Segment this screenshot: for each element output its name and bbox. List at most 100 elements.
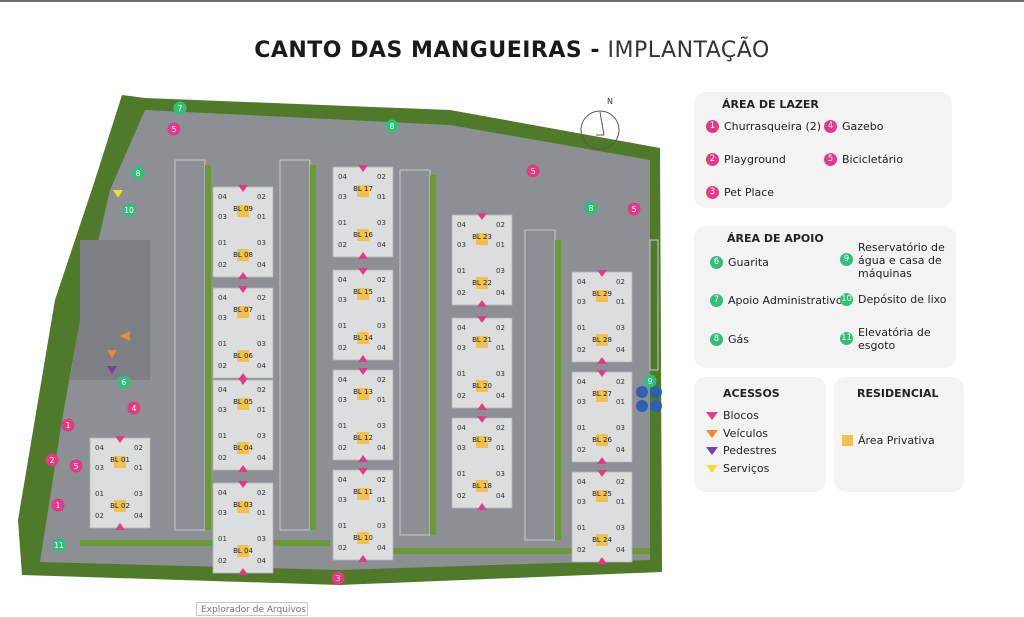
block-entrance-arrow <box>477 403 487 410</box>
unit-label: 03 <box>338 193 347 201</box>
area-privativa-mark <box>237 501 249 513</box>
lazer-item-label: Gazebo <box>842 120 884 133</box>
unit-label: 04 <box>577 378 586 386</box>
site-marker-icon <box>122 203 136 217</box>
site-marker-icon <box>584 201 598 215</box>
site-marker-icon <box>69 459 83 473</box>
unit-label: 01 <box>257 406 266 414</box>
acessos-heading: ACESSOS <box>723 387 780 400</box>
block-entrance-arrow <box>238 568 248 575</box>
unit-label: 03 <box>577 398 586 406</box>
unit-label: 04 <box>257 362 266 370</box>
area-privativa-mark <box>357 185 369 197</box>
building-footprint <box>212 482 274 574</box>
unit-label: 02 <box>577 446 586 454</box>
unit-label: 04 <box>218 489 227 497</box>
apoio-heading: ÁREA DE APOIO <box>727 232 824 245</box>
marker-3-icon: 3 <box>706 186 719 199</box>
marker-2-icon: 2 <box>706 153 719 166</box>
block-label: BL 26 <box>592 436 612 444</box>
unit-label: 03 <box>338 496 347 504</box>
area-privativa-mark <box>237 205 249 217</box>
acessos-item: Blocos <box>706 409 759 422</box>
unit-label: 02 <box>257 386 266 394</box>
block-label: BL 18 <box>472 482 492 490</box>
unit-label: 01 <box>616 398 625 406</box>
unit-label: 04 <box>496 289 505 297</box>
unit-label: 01 <box>218 535 227 543</box>
site-marker-icon <box>643 374 657 388</box>
unit-label: 03 <box>457 444 466 452</box>
unit-label: 02 <box>218 362 227 370</box>
unit-label: 02 <box>338 241 347 249</box>
block-label: BL 04 <box>233 444 253 452</box>
block-entrance-arrow <box>597 470 607 477</box>
access-vehicle-marker <box>120 331 130 341</box>
access-pedestrian-marker <box>107 350 117 358</box>
unit-label: 03 <box>257 432 266 440</box>
unit-label: 02 <box>257 294 266 302</box>
compass-n: N <box>607 97 613 106</box>
acessos-item: Serviços <box>706 462 769 475</box>
unit-label: 03 <box>457 241 466 249</box>
unit-label: 01 <box>577 324 586 332</box>
block-label: BL 20 <box>472 382 492 390</box>
residencial-panel <box>834 377 964 492</box>
unit-label: 02 <box>218 261 227 269</box>
unit-label: 02 <box>457 492 466 500</box>
site-marker-label: 4 <box>132 404 137 413</box>
building-footprint <box>89 437 151 529</box>
title-bold: CANTO DAS MANGUEIRAS - <box>254 38 601 63</box>
block-entrance-arrow <box>597 357 607 364</box>
area-privativa-mark <box>357 388 369 400</box>
medians <box>80 165 650 554</box>
access-markers <box>107 190 130 374</box>
unit-label: 01 <box>218 340 227 348</box>
unit-label: 02 <box>496 324 505 332</box>
area-privativa-mark <box>476 436 488 448</box>
apoio-panel <box>694 226 956 368</box>
marker-5-icon: 5 <box>824 153 837 166</box>
apoio-item-label: Apoio Administrativo <box>728 294 843 307</box>
lazer-heading: ÁREA DE LAZER <box>722 98 819 111</box>
unit-label: 02 <box>616 378 625 386</box>
block-entrance-arrow <box>358 455 368 462</box>
marker-8-icon: 8 <box>710 333 723 346</box>
area-privativa-mark <box>357 229 369 241</box>
block-label: BL 13 <box>353 388 373 396</box>
unit-label: 01 <box>377 193 386 201</box>
site-marker-label: 2 <box>50 456 55 465</box>
unit-label: 04 <box>218 193 227 201</box>
area-privativa-mark <box>357 488 369 500</box>
block-entrance-arrow <box>238 481 248 488</box>
unit-label: 01 <box>496 344 505 352</box>
unit-label: 04 <box>95 444 104 452</box>
marker-7-icon: 7 <box>710 294 723 307</box>
block-entrance-arrow <box>238 286 248 293</box>
unit-label: 03 <box>616 424 625 432</box>
site-marker-icon <box>45 453 59 467</box>
site-marker-icon <box>627 202 641 216</box>
unit-label: 04 <box>218 294 227 302</box>
unit-label: 04 <box>338 376 347 384</box>
building-footprint <box>332 369 394 461</box>
block-entrance-arrow <box>597 370 607 377</box>
block-entrance-arrow <box>115 523 125 530</box>
servicos-arrow-icon <box>706 465 718 473</box>
area-privativa-mark <box>357 288 369 300</box>
unit-label: 01 <box>377 396 386 404</box>
reservoir <box>636 386 662 412</box>
